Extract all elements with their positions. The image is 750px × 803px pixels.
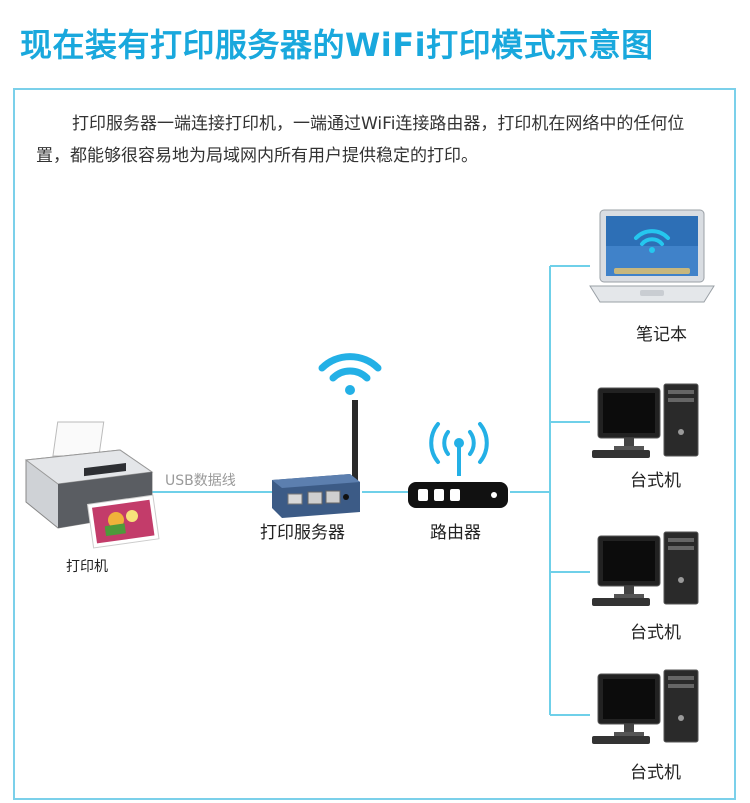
print-server-icon <box>272 400 360 518</box>
description-text: 打印服务器一端连接打印机，一端通过WiFi连接路由器，打印机在网络中的任何位置，… <box>36 108 706 172</box>
print-server-label: 打印服务器 <box>260 523 345 543</box>
page-title: 现在装有打印服务器的WiFi打印模式示意图 <box>20 26 654 64</box>
usb-cable-label: USB数据线 <box>165 473 236 489</box>
printer-label: 打印机 <box>66 559 108 575</box>
wifi-icon-server <box>318 353 382 395</box>
desktop-label-2: 台式机 <box>630 623 681 643</box>
router-label: 路由器 <box>430 523 481 543</box>
desktop-label-1: 台式机 <box>630 471 681 491</box>
laptop-icon <box>589 209 715 303</box>
desktop-icon-1 <box>592 383 699 458</box>
desktop-icon-2 <box>592 531 699 606</box>
printer-icon <box>24 421 160 549</box>
desktop-icon-3 <box>592 669 699 744</box>
router-icon <box>408 482 508 508</box>
description-content: 打印服务器一端连接打印机，一端通过WiFi连接路由器，打印机在网络中的任何位置，… <box>36 114 685 166</box>
laptop-label: 笔记本 <box>636 325 687 345</box>
desktop-label-3: 台式机 <box>630 763 681 783</box>
wifi-icon-router <box>429 422 489 476</box>
